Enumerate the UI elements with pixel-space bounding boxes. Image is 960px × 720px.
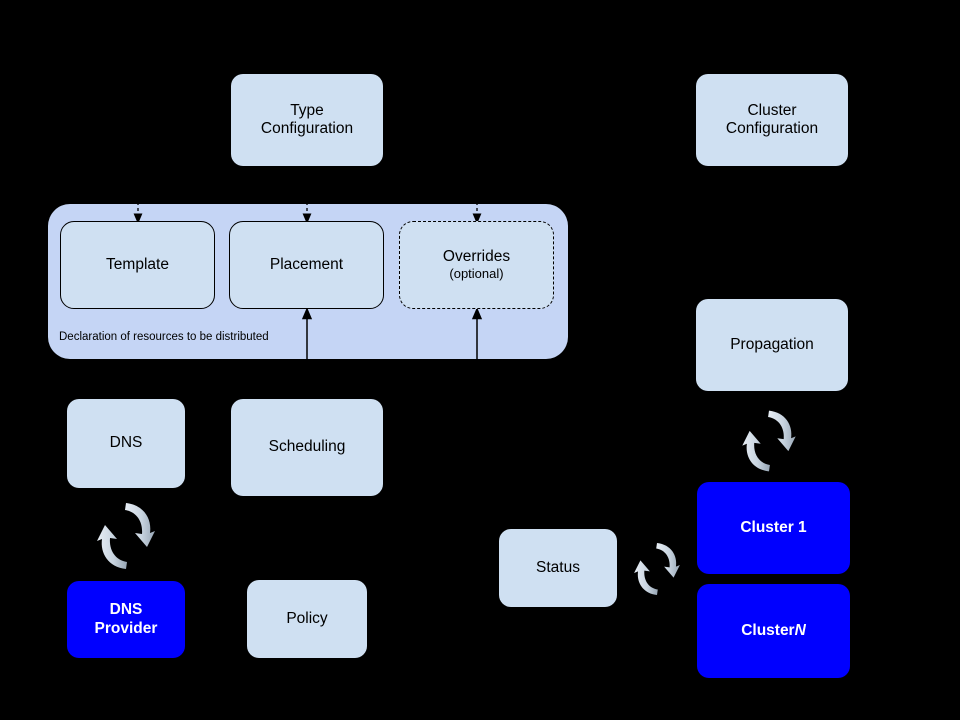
node-cluster-n-suffix: N	[794, 621, 806, 639]
connector-scheduling-to-placement	[299, 307, 315, 407]
node-overrides-label: Overrides	[442, 248, 511, 266]
node-overrides-sublabel: (optional)	[449, 266, 504, 282]
connector-type-to-overrides	[469, 202, 485, 226]
node-scheduling[interactable]: Scheduling	[231, 399, 383, 496]
group-caption: Declaration of resources to be distribut…	[59, 331, 269, 343]
node-propagation[interactable]: Propagation	[696, 299, 848, 391]
node-dns-provider[interactable]: DNS Provider	[67, 581, 185, 658]
node-cluster-n-prefix: Cluster	[741, 621, 795, 639]
node-placement[interactable]: Placement	[229, 221, 384, 309]
sync-icon-status	[627, 530, 687, 608]
node-cluster-1[interactable]: Cluster 1	[697, 482, 850, 574]
node-template[interactable]: Template	[60, 221, 215, 309]
sync-icon-propagation	[734, 398, 804, 484]
node-status[interactable]: Status	[499, 529, 617, 607]
node-type-configuration[interactable]: Type Configuration	[231, 74, 383, 166]
node-policy[interactable]: Policy	[247, 580, 367, 658]
connector-type-to-template	[130, 202, 146, 226]
connector-type-to-placement	[299, 202, 315, 226]
node-cluster-n[interactable]: Cluster N	[697, 584, 850, 678]
connector-policy-to-overrides	[469, 307, 485, 579]
node-dns[interactable]: DNS	[67, 399, 185, 488]
node-overrides[interactable]: Overrides (optional)	[399, 221, 554, 309]
node-cluster-configuration[interactable]: Cluster Configuration	[696, 74, 848, 166]
sync-icon-dns	[88, 497, 164, 575]
